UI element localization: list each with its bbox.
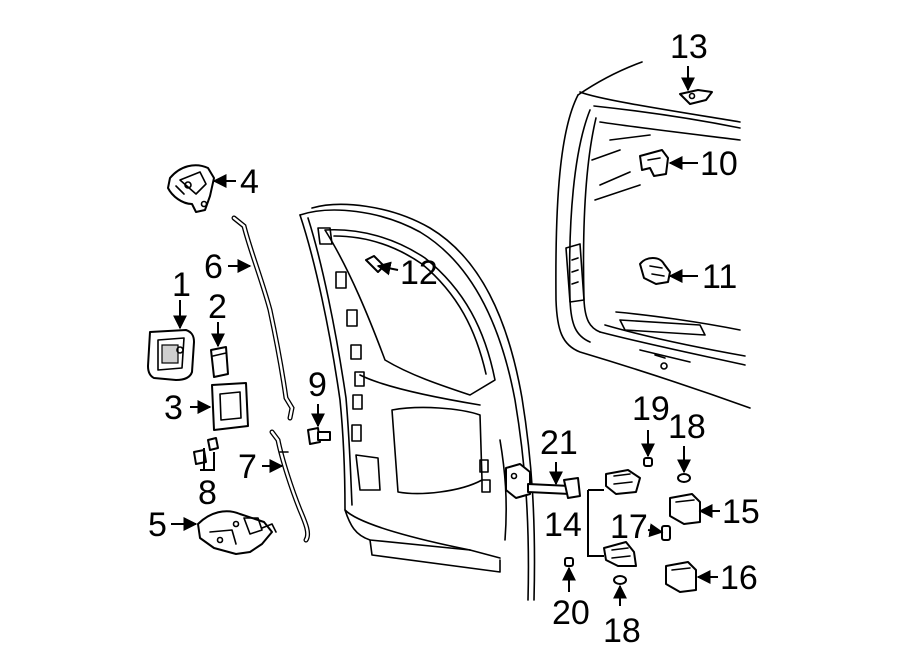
callout-15: 15 bbox=[722, 493, 760, 531]
callout-18-upper: 18 bbox=[668, 408, 706, 446]
part-18-washer-upper bbox=[677, 473, 691, 483]
part-18-washer-lower bbox=[613, 575, 627, 585]
rear-door-shell bbox=[299, 203, 536, 601]
part-17-hinge-pin bbox=[661, 525, 671, 541]
part-12-clip bbox=[365, 255, 385, 273]
callout-19: 19 bbox=[632, 390, 670, 428]
part-16-hinge-cover bbox=[665, 561, 697, 593]
callout-12: 12 bbox=[400, 254, 438, 292]
part-11-lower-striker bbox=[639, 257, 671, 285]
callout-6: 6 bbox=[204, 248, 223, 286]
callout-17: 17 bbox=[610, 508, 648, 546]
part-5-lower-latch bbox=[197, 510, 277, 555]
leader-arrows bbox=[171, 66, 720, 606]
part-1-outside-handle bbox=[147, 329, 195, 381]
part-20-bushing bbox=[564, 557, 574, 567]
callout-3: 3 bbox=[164, 389, 183, 427]
part-13-upper-bracket bbox=[679, 89, 713, 105]
callout-4: 4 bbox=[240, 163, 259, 201]
callout-21: 21 bbox=[540, 424, 578, 462]
part-10-upper-striker bbox=[639, 149, 669, 177]
callout-8: 8 bbox=[198, 474, 217, 512]
callout-1: 1 bbox=[172, 266, 191, 304]
part-14-door-hinges bbox=[587, 469, 641, 567]
callout-16: 16 bbox=[720, 559, 758, 597]
callout-18-lower: 18 bbox=[603, 612, 641, 650]
callout-14: 14 bbox=[544, 506, 582, 544]
part-3-handle-gasket bbox=[211, 382, 249, 431]
part-21-door-check bbox=[505, 463, 581, 499]
callout-2: 2 bbox=[208, 288, 227, 326]
part-2-handle-pad bbox=[210, 346, 229, 378]
callout-7: 7 bbox=[238, 448, 257, 486]
part-4-upper-latch bbox=[167, 164, 215, 213]
callout-9: 9 bbox=[308, 366, 327, 404]
callout-13: 13 bbox=[670, 28, 708, 66]
callout-11: 11 bbox=[702, 258, 737, 296]
truck-body-opening bbox=[555, 61, 751, 409]
part-7-lower-rod bbox=[269, 429, 311, 543]
part-9-bolt bbox=[307, 427, 331, 445]
callout-10: 10 bbox=[700, 145, 738, 183]
callout-20: 20 bbox=[552, 594, 590, 632]
part-19-bushing bbox=[643, 457, 653, 467]
part-6-upper-rod bbox=[231, 215, 295, 421]
part-8-rod-clips bbox=[193, 437, 219, 471]
callout-5: 5 bbox=[148, 506, 167, 544]
part-15-hinge-cover bbox=[669, 493, 701, 525]
